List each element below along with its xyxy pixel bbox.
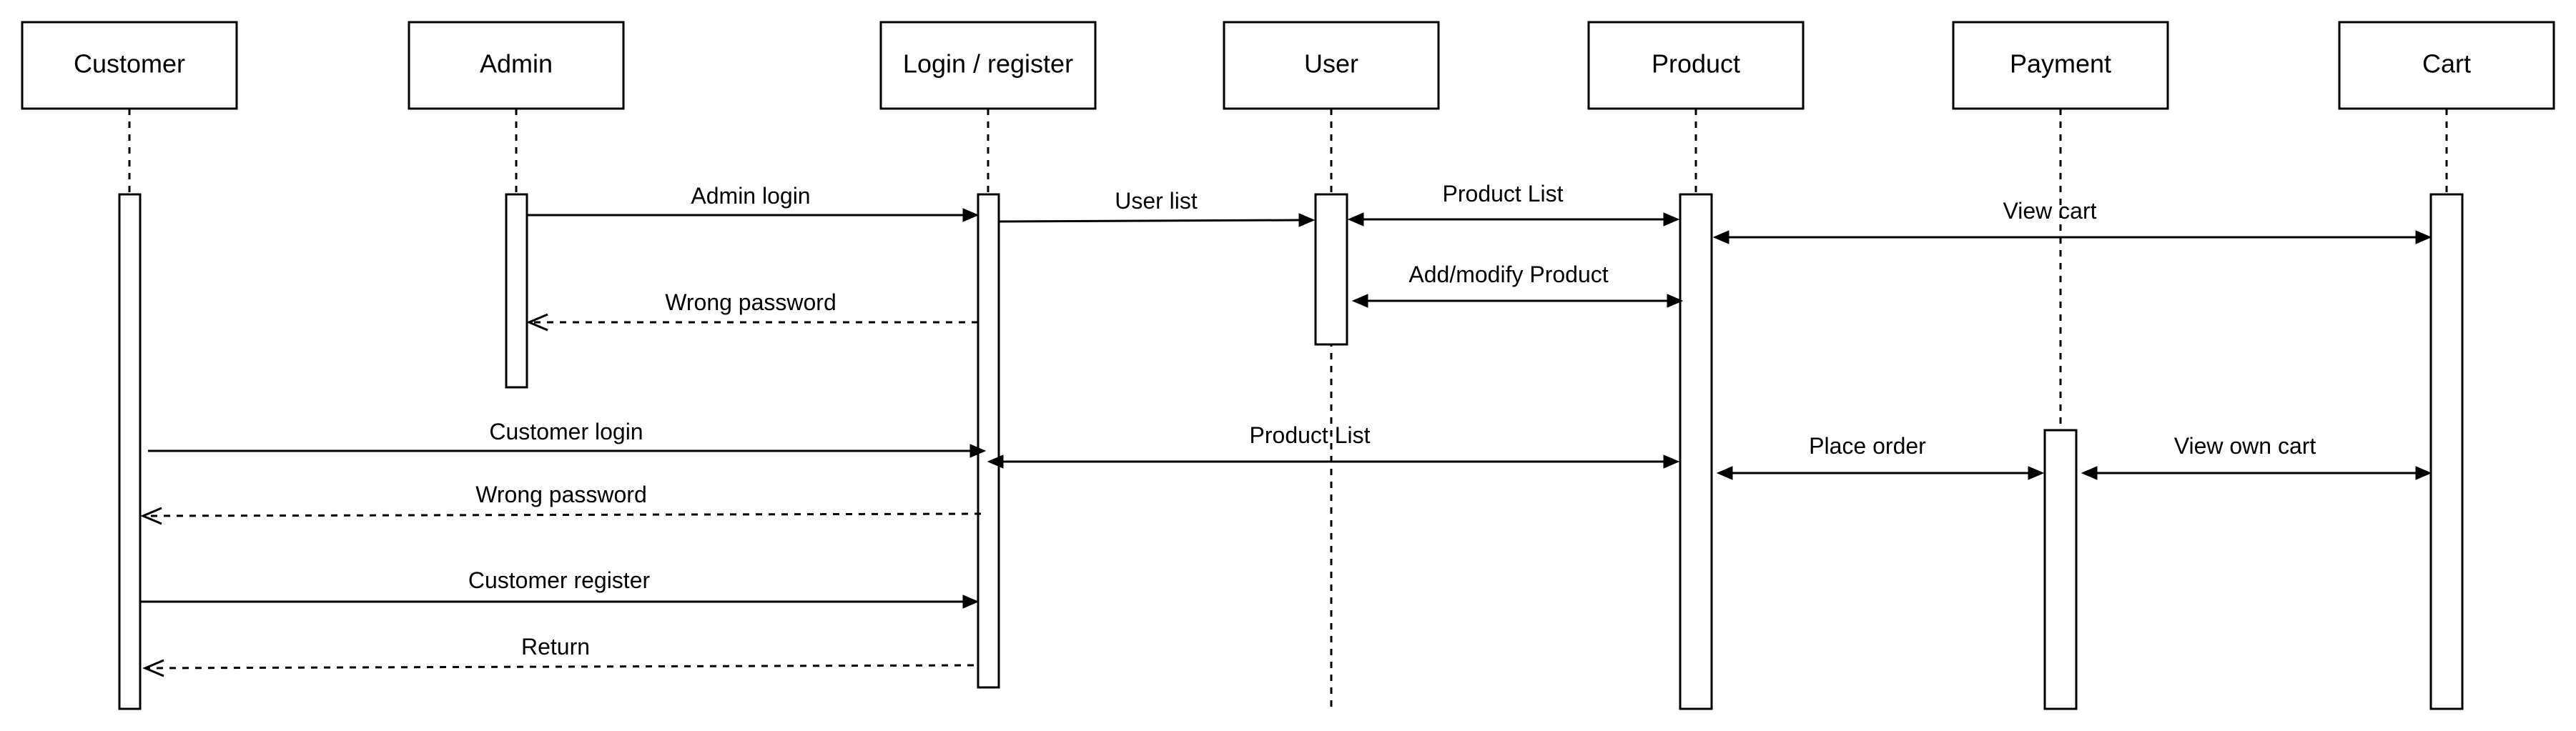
activation-payment: [2043, 429, 2078, 710]
participant-customer: Customer: [21, 21, 238, 110]
participant-label: User: [1304, 49, 1358, 79]
message-line: [144, 664, 974, 670]
participant-cart: Cart: [2338, 21, 2555, 110]
arrowhead: [962, 208, 979, 222]
arrowhead-end: [2415, 230, 2432, 244]
arrowhead-start: [1351, 294, 1368, 308]
arrowhead-end: [1663, 212, 1680, 227]
arrowhead-start: [1347, 212, 1364, 227]
arrowhead: [1298, 213, 1316, 227]
arrowhead-start: [1712, 230, 1729, 244]
arrowhead-start: [2081, 466, 2098, 480]
participant-label: Customer: [74, 49, 185, 79]
participant-label: Login / register: [903, 49, 1073, 79]
participant-box: [21, 21, 238, 110]
participant-label: Product: [1652, 49, 1740, 79]
arrowhead: [962, 595, 979, 609]
message-customer-login: Customer login: [148, 419, 987, 458]
message-label: Return: [521, 634, 590, 660]
arrowhead-end: [1663, 454, 1680, 469]
message-user-list: User list: [998, 188, 1316, 227]
message-view-cart: View cart: [1712, 198, 2432, 244]
participant-admin: Admin: [408, 21, 625, 110]
message-label: Wrong password: [475, 482, 647, 507]
activation-admin: [505, 193, 528, 389]
message-label: Add/modify Product: [1408, 262, 1608, 287]
message-wrong-password-admin: Wrong password: [526, 289, 978, 332]
message-return: Return: [142, 634, 974, 677]
message-label: Admin login: [691, 183, 810, 209]
arrowhead-open: [142, 659, 164, 677]
message-line: [142, 512, 982, 517]
message-product-list-login: Product List: [987, 422, 1680, 469]
activation-bars: [118, 193, 2464, 710]
message-label: Customer register: [468, 567, 651, 593]
arrowhead-open: [140, 507, 162, 525]
message-view-own-cart: View own cart: [2081, 433, 2432, 480]
activation-customer: [118, 193, 142, 710]
participant-box: [879, 21, 1097, 110]
message-label: View cart: [2003, 198, 2096, 224]
arrowhead-end: [1667, 294, 1684, 308]
participant-user: User: [1223, 21, 1440, 110]
message-label: Product List: [1443, 181, 1564, 207]
message-admin-login: Admin login: [527, 183, 979, 222]
message-label: View own cart: [2174, 433, 2316, 459]
activation-login: [977, 193, 1000, 689]
lifelines: [128, 109, 2448, 707]
participant-box: [1223, 21, 1440, 110]
participant-label: Payment: [2010, 49, 2111, 79]
arrowhead-end: [2028, 466, 2045, 480]
arrowhead-open: [526, 313, 548, 332]
message-add-modify-product: Add/modify Product: [1351, 262, 1684, 308]
participant-box: [2338, 21, 2555, 110]
participant-payment: Payment: [1952, 21, 2169, 110]
arrowhead-start: [987, 454, 1004, 469]
message-place-order: Place order: [1716, 433, 2045, 480]
messages: Admin login User list Product List View …: [140, 181, 2432, 677]
participant-login: Login / register: [879, 21, 1097, 110]
message-label: User list: [1115, 188, 1198, 214]
participant-product: Product: [1587, 21, 1805, 110]
arrowhead-start: [1716, 466, 1733, 480]
message-label: Place order: [1809, 433, 1926, 459]
participant-box: [1587, 21, 1805, 110]
arrowhead: [969, 444, 987, 458]
message-product-list-user: Product List: [1347, 181, 1680, 227]
message-wrong-password-customer: Wrong password: [140, 482, 982, 525]
participant-label: Admin: [480, 49, 553, 79]
participant-box: [1952, 21, 2169, 110]
arrowhead-end: [2415, 466, 2432, 480]
participant-box: [408, 21, 625, 110]
message-line: [998, 219, 1301, 223]
activation-user: [1314, 193, 1348, 346]
message-customer-register: Customer register: [140, 567, 979, 609]
message-label: Wrong password: [665, 289, 837, 315]
message-label: Product List: [1250, 422, 1371, 448]
message-label: Customer login: [489, 419, 643, 444]
participant-label: Cart: [2422, 49, 2471, 79]
activation-cart: [2429, 193, 2464, 710]
activation-product: [1679, 193, 1713, 710]
